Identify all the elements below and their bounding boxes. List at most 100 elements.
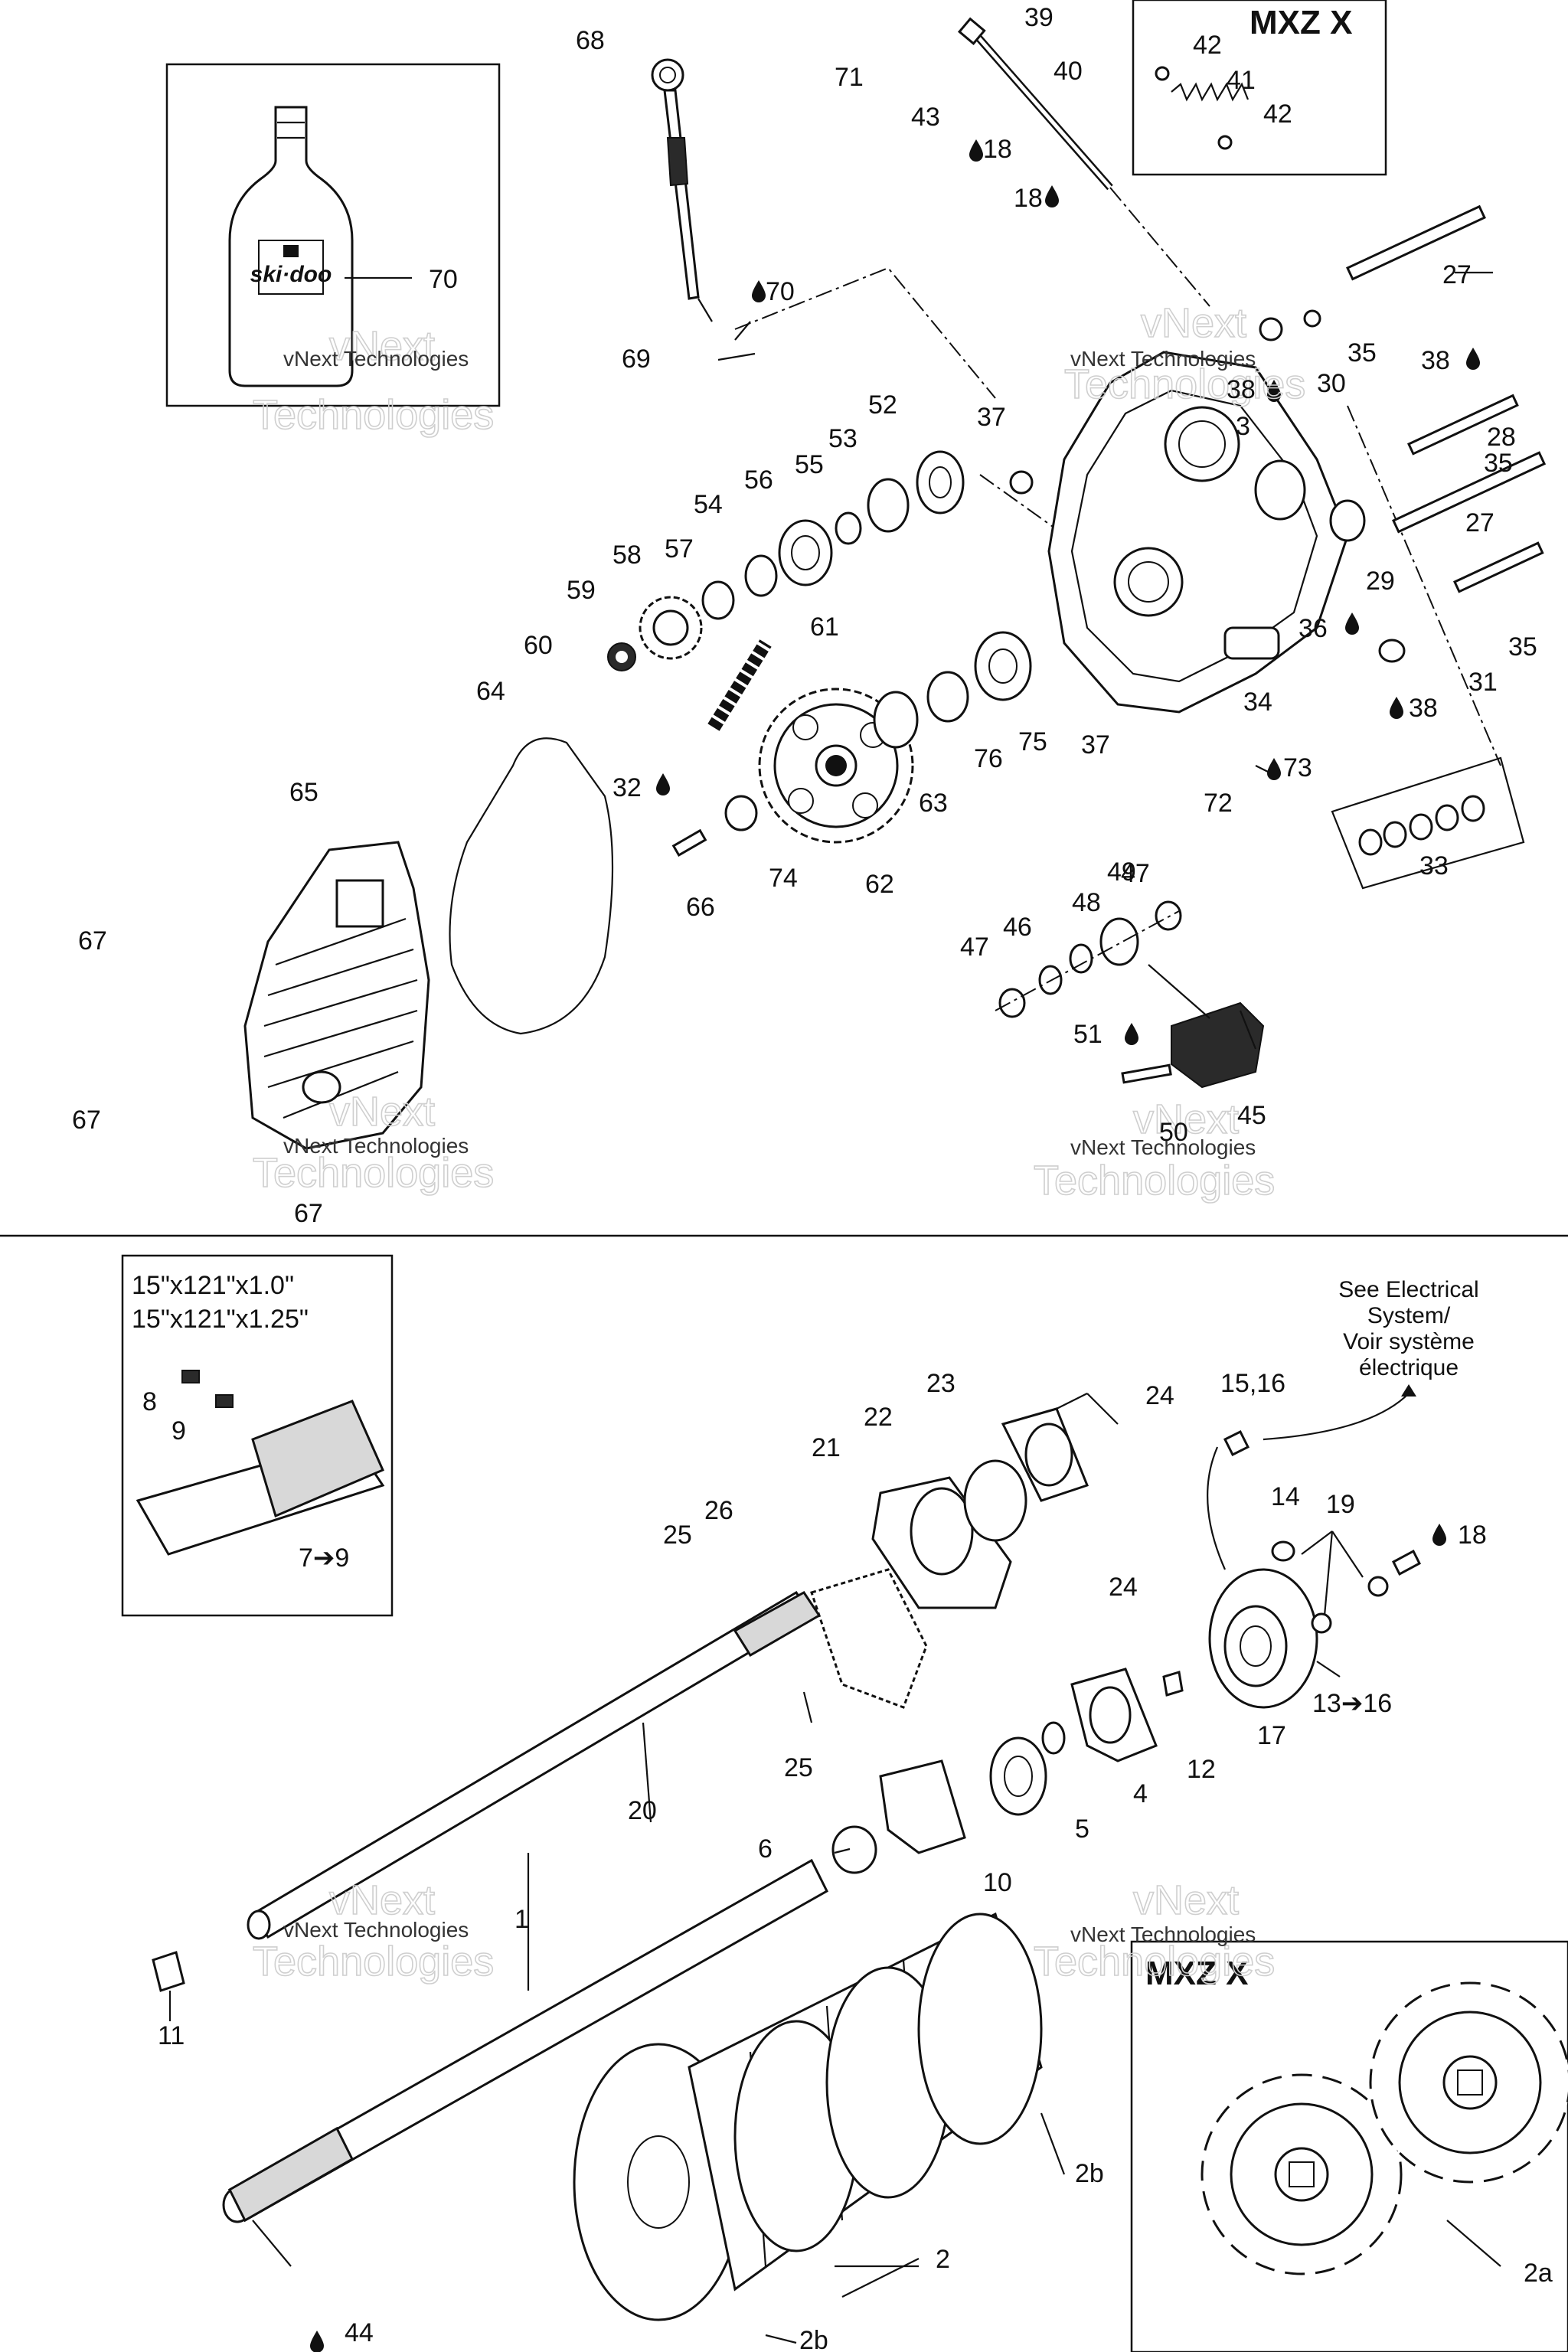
svg-text:vNext Technologies: vNext Technologies	[283, 347, 469, 371]
svg-text:38: 38	[1409, 694, 1438, 723]
svg-text:70: 70	[429, 265, 458, 294]
svg-text:Technologies: Technologies	[1034, 1939, 1275, 1984]
svg-text:42: 42	[1193, 31, 1222, 60]
svg-text:38: 38	[1421, 346, 1450, 375]
svg-text:13➔16: 13➔16	[1312, 1689, 1392, 1718]
svg-text:62: 62	[865, 870, 894, 899]
svg-text:9: 9	[172, 1416, 186, 1446]
svg-text:2: 2	[936, 2245, 950, 2274]
svg-text:49: 49	[1107, 858, 1136, 887]
svg-text:vNext: vNext	[1133, 1096, 1239, 1142]
bearing-housing-21	[810, 1407, 1089, 1709]
svg-text:39: 39	[1024, 3, 1054, 32]
svg-text:51: 51	[1073, 1020, 1102, 1049]
gasket-64	[449, 737, 614, 1035]
svg-text:70: 70	[766, 277, 795, 306]
svg-text:12: 12	[1187, 1755, 1216, 1784]
mxz-top-inset-title: MXZ X	[1250, 4, 1352, 41]
svg-text:30: 30	[1317, 369, 1346, 398]
svg-text:72: 72	[1204, 789, 1233, 818]
mxz-bottom-inset-frame	[1130, 1940, 1568, 2352]
dipstick-68	[651, 58, 713, 322]
chaincase-housing-34	[1047, 351, 1349, 714]
watermark-top-mid: vNext Technologies vNext Technologies	[1063, 299, 1306, 408]
svg-text:37: 37	[1081, 730, 1110, 760]
chaincase-cover-65	[243, 841, 430, 1150]
svg-text:61: 61	[810, 612, 839, 642]
svg-text:35: 35	[1508, 632, 1537, 662]
svg-text:66: 66	[686, 893, 715, 922]
svg-text:57: 57	[665, 534, 694, 564]
svg-text:48: 48	[1072, 888, 1101, 917]
watermark-top-left: vNext Technologies vNext Technologies	[252, 322, 495, 439]
svg-text:37: 37	[977, 403, 1006, 432]
bearing-stack-top	[701, 450, 1034, 620]
svg-text:44: 44	[345, 2318, 374, 2347]
svg-text:40: 40	[1054, 57, 1083, 86]
svg-text:59: 59	[567, 576, 596, 605]
svg-text:22: 22	[864, 1403, 893, 1432]
svg-text:26: 26	[704, 1496, 733, 1525]
svg-text:2a: 2a	[1524, 2259, 1553, 2288]
svg-text:17: 17	[1257, 1721, 1286, 1750]
svg-text:73: 73	[1283, 753, 1312, 782]
svg-text:41: 41	[1227, 66, 1256, 95]
svg-text:5: 5	[1075, 1815, 1089, 1844]
svg-text:Technologies: Technologies	[253, 1939, 494, 1984]
svg-text:43: 43	[911, 103, 940, 132]
small-sprocket-58	[607, 596, 703, 671]
svg-text:vNext Technologies: vNext Technologies	[1070, 1922, 1256, 1946]
svg-text:50: 50	[1159, 1118, 1188, 1147]
svg-text:vNext Technologies: vNext Technologies	[1070, 347, 1256, 371]
spring-41	[1155, 66, 1250, 150]
svg-text:32: 32	[612, 773, 642, 802]
svg-text:47: 47	[1121, 859, 1150, 888]
svg-text:Voir système: Voir système	[1343, 1329, 1475, 1354]
svg-text:35: 35	[1484, 449, 1513, 478]
svg-text:38: 38	[1227, 375, 1256, 404]
chain-61	[707, 639, 772, 731]
watermark-bottom-right: vNext Technologies vNext Technologies	[1033, 1877, 1276, 1985]
svg-text:6: 6	[758, 1834, 773, 1864]
svg-text:67: 67	[294, 1199, 323, 1228]
track-size-1: 15"x121"x1.0"	[132, 1271, 294, 1300]
svg-text:See Electrical: See Electrical	[1338, 1277, 1478, 1302]
svg-text:24: 24	[1145, 1381, 1174, 1410]
svg-text:29: 29	[1366, 567, 1395, 596]
svg-text:électrique: électrique	[1359, 1355, 1459, 1380]
svg-text:Technologies: Technologies	[1034, 1158, 1275, 1204]
svg-text:75: 75	[1018, 727, 1047, 756]
svg-text:vNext: vNext	[329, 1089, 435, 1135]
bolts-right	[1254, 204, 1547, 663]
svg-text:2b: 2b	[799, 2326, 828, 2352]
rod-39	[957, 17, 1113, 191]
svg-text:1: 1	[514, 1905, 529, 1934]
watermark-top-cover: vNext Technologies vNext Technologies	[252, 1088, 495, 1197]
svg-text:58: 58	[612, 541, 642, 570]
svg-text:27: 27	[1442, 260, 1472, 289]
svg-text:35: 35	[1348, 338, 1377, 368]
svg-text:vNext: vNext	[329, 323, 435, 369]
svg-text:74: 74	[769, 864, 798, 893]
svg-text:25: 25	[663, 1521, 692, 1550]
svg-text:55: 55	[795, 450, 824, 479]
svg-text:67: 67	[78, 926, 107, 956]
shims-33	[1331, 756, 1525, 890]
svg-text:76: 76	[974, 744, 1003, 773]
svg-text:10: 10	[983, 1868, 1012, 1897]
svg-text:56: 56	[744, 466, 773, 495]
svg-text:18: 18	[1458, 1521, 1487, 1550]
axle-1	[222, 1858, 828, 2223]
svg-text:15,16: 15,16	[1220, 1369, 1285, 1398]
svg-text:System/: System/	[1367, 1303, 1451, 1328]
track-inset-frame	[121, 1254, 394, 1617]
callouts-bottom: 23 22 24 15,16 21 26 25 14 19 18 24 13➔1…	[158, 1369, 1553, 2352]
svg-text:36: 36	[1298, 614, 1328, 643]
svg-text:31: 31	[1468, 668, 1498, 697]
svg-text:Technologies: Technologies	[253, 392, 494, 438]
svg-text:69: 69	[622, 345, 651, 374]
see-electrical-note: See Electrical System/ Voir système élec…	[1263, 1277, 1479, 1441]
svg-text:64: 64	[476, 677, 505, 706]
svg-text:71: 71	[835, 63, 864, 92]
callouts-top: 68 39 71 40 42 41 42 43 18 18 70 70 69 2…	[72, 3, 1537, 1228]
